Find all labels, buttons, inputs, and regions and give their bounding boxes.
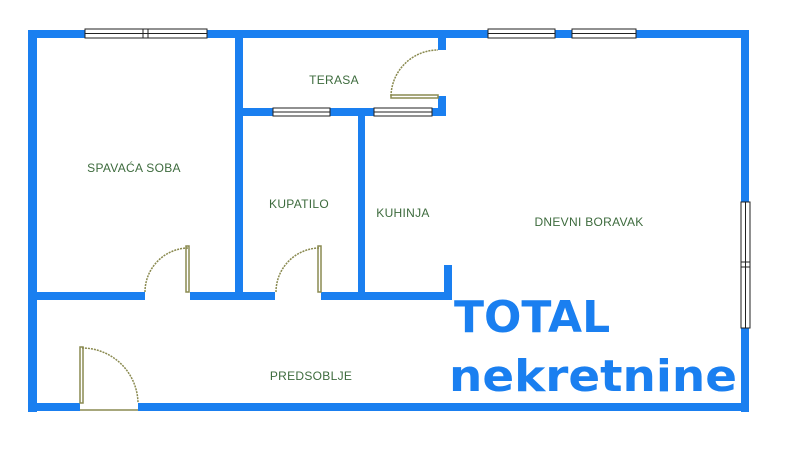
label-dnevni-boravak: DNEVNI BORAVAK xyxy=(534,215,643,229)
wall-kitchen-stub xyxy=(444,265,452,300)
windows xyxy=(84,28,751,329)
label-spavaca-soba: SPAVAĆA SOBA xyxy=(87,160,181,175)
label-terasa: TERASA xyxy=(309,73,359,87)
wall-corridor-2 xyxy=(190,292,275,300)
wall-bottom-right xyxy=(138,403,749,411)
watermark-nekretnine: nekretnine xyxy=(449,351,737,402)
wall-terasa-right-top xyxy=(438,30,446,50)
label-kuhinja: KUHINJA xyxy=(376,206,429,220)
label-kupatilo: KUPATILO xyxy=(269,197,329,211)
door-bedroom xyxy=(144,245,190,293)
door-bathroom xyxy=(275,245,322,293)
wall-left xyxy=(28,30,37,412)
watermark: TOTAL nekretnine xyxy=(449,292,737,402)
room-labels: TERASA SPAVAĆA SOBA KUPATILO KUHINJA DNE… xyxy=(87,73,643,383)
wall-corridor-1 xyxy=(28,292,145,300)
wall-corridor-3 xyxy=(321,292,452,300)
wall-kupatilo-kuhinja xyxy=(358,116,365,300)
door-terasa xyxy=(390,49,439,99)
label-predsoblje: PREDSOBLJE xyxy=(270,369,352,383)
wall-bottom-left xyxy=(28,403,80,411)
door-entrance xyxy=(79,346,139,411)
wall-top xyxy=(28,30,749,38)
wall-bedroom-right xyxy=(235,30,243,300)
watermark-total: TOTAL xyxy=(454,292,610,343)
wall-terasa-bottom xyxy=(235,108,446,116)
doors xyxy=(79,49,439,411)
wall-terasa-right-bottom xyxy=(438,96,446,116)
